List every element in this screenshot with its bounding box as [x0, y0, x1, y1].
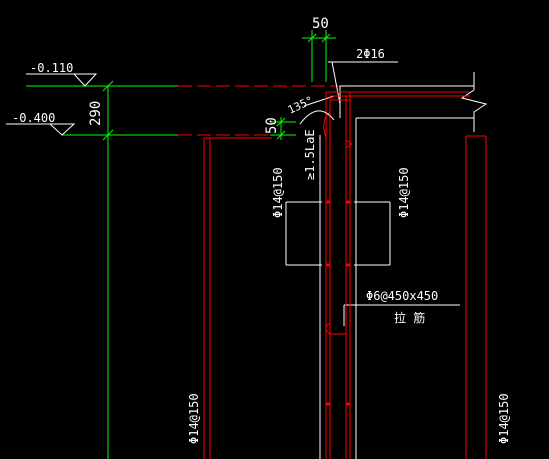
angle-arc [299, 110, 335, 125]
elevation-marker-bottom [6, 123, 76, 136]
break-symbol [460, 89, 488, 113]
dim-50-left-label: 50 [264, 117, 280, 134]
dim-50-left-tick-bottom [276, 130, 286, 140]
top-bar-pointer [331, 61, 341, 105]
red-dashed-lines [178, 85, 340, 136]
rebar-lines [203, 91, 487, 459]
dim-tick-top [102, 80, 114, 92]
vert-bar-right-label: Φ14@150 [397, 167, 411, 218]
rebar-dot [346, 200, 350, 204]
dim-50-tick-right [321, 33, 331, 43]
dim-tick-bottom [102, 129, 114, 141]
dim-50-top-label: 50 [312, 16, 329, 32]
rebar-dot [346, 263, 350, 267]
stirrup-note: 拉 筋 [394, 310, 425, 325]
dim-50-tick-left [307, 33, 317, 43]
top-bar-label: 2Φ16 [356, 47, 385, 61]
anchor-length-label: ≥1.5LaE [303, 129, 317, 180]
concrete-outline [285, 61, 488, 459]
rebar-dot [346, 402, 350, 406]
rebar-dot [326, 402, 330, 406]
elevation-marker-top [26, 73, 98, 87]
vert-bar-left-label: Φ14@150 [271, 167, 285, 218]
hook-135-arc [323, 111, 331, 139]
elevation-markers [6, 73, 98, 136]
stirrup-hook [325, 322, 346, 335]
stirrup-label: Φ6@450x450 [366, 289, 438, 303]
green-dimension-lines [26, 30, 336, 459]
bottom-right-bar-label: Φ14@150 [497, 393, 511, 444]
angle-leader [303, 95, 335, 107]
dim-50-left-tick-top [276, 117, 286, 127]
dim-290-label: 290 [88, 101, 104, 126]
rebar-dot [326, 200, 330, 204]
elevation-bottom-label: -0.400 [12, 111, 55, 125]
rebar-dot [326, 263, 330, 267]
elevation-top-label: -0.110 [30, 61, 73, 75]
top-hook-small [345, 139, 353, 149]
rebar-dots [326, 200, 350, 406]
bottom-left-bar-label: Φ14@150 [187, 393, 201, 444]
